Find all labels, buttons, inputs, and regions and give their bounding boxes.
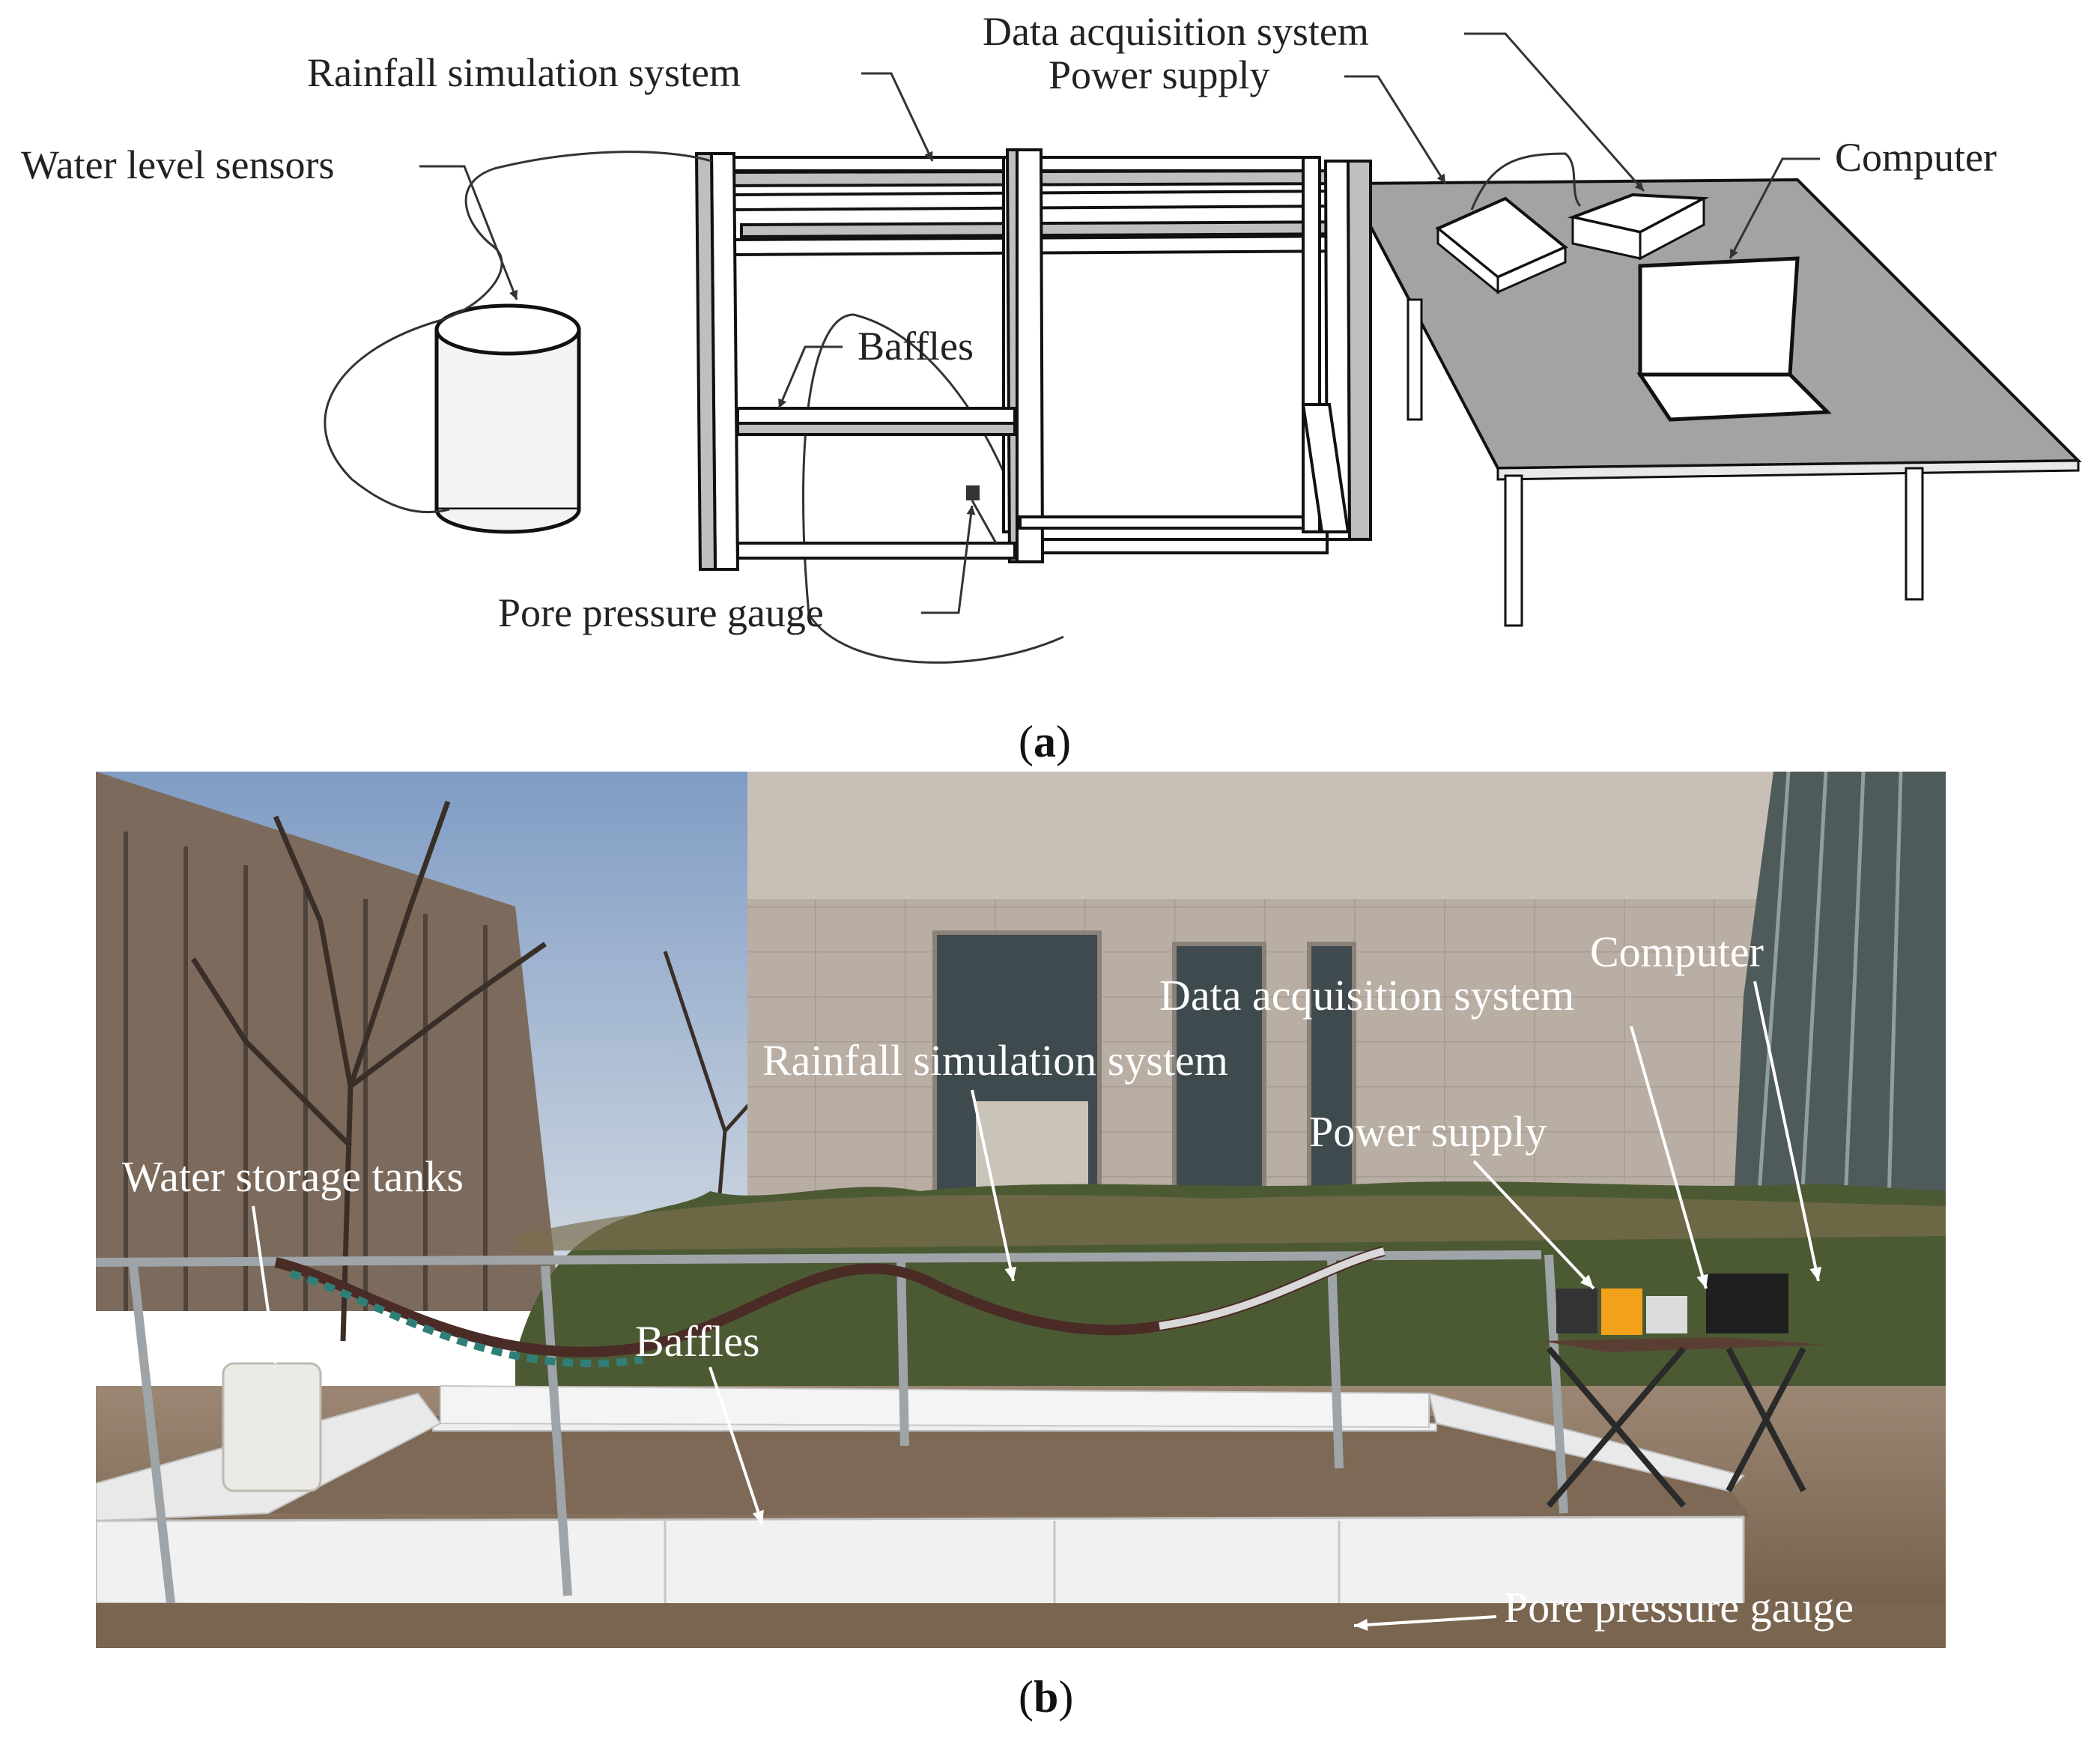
caption-a: (a) <box>1019 717 1071 766</box>
panel-b-photo: Computer Data acquisition system Rainfal… <box>96 772 1946 1722</box>
label-b-pore-pressure: Pore pressure gauge <box>1504 1583 1854 1632</box>
sensor-hose <box>324 151 712 514</box>
water-storage-tank <box>222 1362 322 1492</box>
table-leg <box>1905 467 1924 601</box>
frame-structure <box>694 148 1372 571</box>
label-a-pore-pressure: Pore pressure gauge <box>498 590 824 635</box>
label-a-baffles: Baffles <box>858 324 974 369</box>
panel-a-schematic: Data acquisition system Rainfall simulat… <box>21 9 2082 766</box>
soil-bed <box>223 1416 1751 1517</box>
table-leg <box>1406 298 1423 421</box>
baffle-back-board <box>440 1384 1430 1429</box>
label-a-rainfall: Rainfall simulation system <box>307 50 741 95</box>
baffle-front <box>96 1516 1745 1612</box>
data-acquisition-device <box>1601 1289 1642 1335</box>
folding-table <box>1541 1274 1826 1508</box>
power-supply-device <box>1556 1289 1597 1333</box>
label-b-baffles: Baffles <box>635 1317 759 1366</box>
data-acquisition-box <box>1567 193 1710 261</box>
metal-frame <box>96 1250 1568 1604</box>
label-a-data-acquisition: Data acquisition system <box>983 9 1369 54</box>
label-a-computer: Computer <box>1835 135 1997 180</box>
caption-b: (b) <box>1019 1672 1073 1722</box>
water-tank-cylinder <box>434 303 581 534</box>
label-a-water-level: Water level sensors <box>21 142 335 187</box>
label-a-power: Power supply <box>1049 52 1270 97</box>
label-b-data-acquisition: Data acquisition system <box>1159 971 1574 1020</box>
label-b-water-tanks: Water storage tanks <box>122 1152 464 1201</box>
laptop <box>1636 256 1832 422</box>
pore-pressure-gauge-device <box>966 485 980 500</box>
label-b-rainfall: Rainfall simulation system <box>762 1036 1228 1085</box>
background-building-left <box>96 772 560 1311</box>
label-b-computer: Computer <box>1590 927 1764 976</box>
label-b-power: Power supply <box>1309 1107 1547 1156</box>
computer-device <box>1706 1274 1788 1333</box>
table-edge <box>1496 459 2080 481</box>
cable <box>1470 152 1582 211</box>
table-leg <box>1504 474 1523 627</box>
power-supply-box <box>1435 196 1568 295</box>
